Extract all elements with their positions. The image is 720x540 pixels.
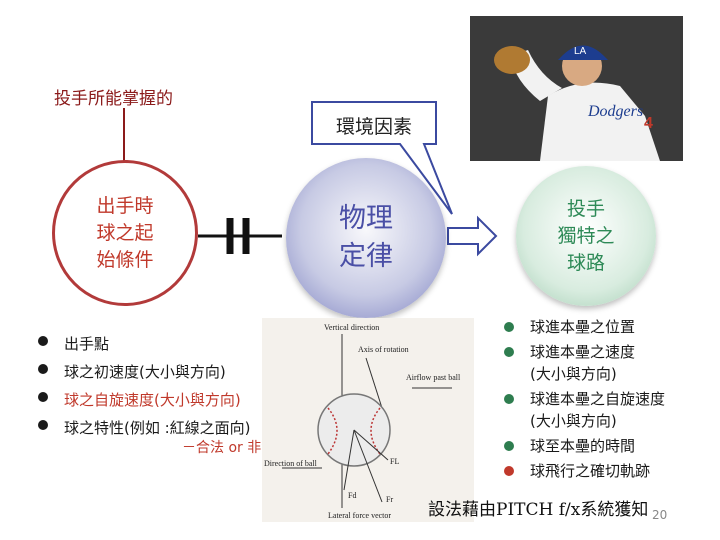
list-item-text: 球進本壘之自旋速度 [530, 390, 666, 408]
label-fd: Fd [348, 491, 356, 500]
physics-diagram: Vertical direction Axis of rotation Airf… [262, 318, 474, 522]
pitch-path-circle: 投手 獨特之 球路 [516, 166, 656, 306]
list-item-text: 球進本壘之速度 [530, 343, 636, 361]
list-item-text: 球進本壘之位置 [530, 318, 636, 336]
label-axis: Axis of rotation [358, 345, 409, 354]
pitch-path-line-1: 投手 [566, 197, 605, 220]
list-item-subtext: (大小與方向) [530, 412, 617, 430]
release-conditions-list: 出手點 球之初速度(大小與方向) 球之自旋速度(大小與方向) 球之特性(例如 :… [38, 330, 251, 442]
list-item-text: 球飛行之確切軌跡 [530, 462, 651, 480]
top-left-label: 投手所能掌握的 [54, 89, 173, 109]
initial-conditions-circle: 出手時 球之起 始條件 [52, 160, 198, 306]
footer-text: 設法藉由PITCH f/x系統獲知 [428, 500, 649, 520]
initial-conditions-line-1: 出手時 [96, 194, 154, 217]
outline-arrow [447, 215, 498, 257]
physics-laws-line-2: 定律 [339, 241, 393, 272]
list-item: 球至本壘的時間 [504, 435, 665, 457]
pitch-path-line-3: 球路 [566, 251, 605, 274]
list-item: 球之自旋速度(大小與方向) [38, 386, 251, 414]
pitch-outcomes-list: 球進本壘之位置 球進本壘之速度 (大小與方向) 球進本壘之自旋速度 (大小與方向… [504, 316, 665, 485]
label-lateral: Lateral force vector [328, 511, 391, 520]
list-item: 球進本壘之自旋速度 (大小與方向) [504, 388, 665, 432]
list-item-text: 球至本壘的時間 [530, 437, 636, 455]
label-direction: Direction of ball [264, 459, 318, 468]
callout-text: 環境因素 [336, 116, 413, 138]
legal-note: －合法 or 非法 [182, 440, 276, 456]
label-fr: Fr [386, 495, 393, 504]
initial-conditions-line-3: 始條件 [96, 248, 154, 271]
pitcher-photo: LA Dodgers 4 [470, 16, 683, 161]
list-item: 出手點 [38, 330, 251, 358]
cap-logo-text: LA [574, 46, 587, 57]
initial-conditions-line-2: 球之起 [96, 221, 154, 244]
physics-laws-line-1: 物理 [339, 203, 393, 234]
list-item: 球進本壘之位置 [504, 316, 665, 338]
list-item: 球之特性(例如 :紅線之面向) [38, 414, 251, 442]
jersey-number: 4 [644, 115, 653, 132]
list-item: 球進本壘之速度 (大小與方向) [504, 341, 665, 385]
page-number: 20 [652, 508, 668, 522]
label-fl: FL [390, 457, 399, 466]
pitch-path-line-2: 獨特之 [557, 224, 615, 247]
physics-laws-circle: 物理 定律 [286, 158, 446, 318]
list-item: 球之初速度(大小與方向) [38, 358, 251, 386]
connector-line [123, 108, 125, 164]
callout-bubble [311, 101, 453, 215]
jersey-logo-text: Dodgers [587, 103, 643, 120]
list-item-subtext: (大小與方向) [530, 365, 617, 383]
list-item: 球飛行之確切軌跡 [504, 460, 665, 482]
label-airflow: Airflow past ball [406, 373, 461, 382]
label-vertical: Vertical direction [324, 323, 379, 332]
